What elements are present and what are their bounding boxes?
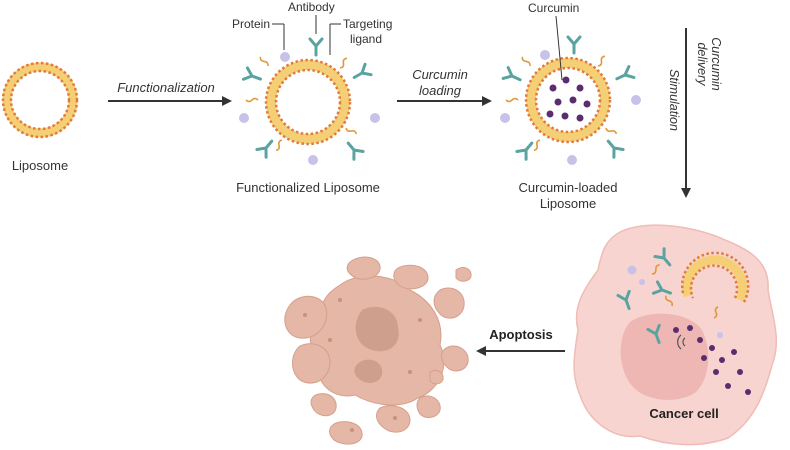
nucleus bbox=[620, 313, 709, 400]
antibody-icon bbox=[241, 66, 265, 87]
curcumin-icon bbox=[687, 325, 693, 331]
debris-fragment bbox=[429, 369, 444, 385]
curcumin-icon bbox=[583, 100, 591, 108]
protein-icon bbox=[631, 95, 641, 105]
antibody-icon bbox=[612, 65, 636, 86]
signal-icon bbox=[677, 334, 686, 350]
curcumin-icon bbox=[745, 389, 751, 395]
curcumin-icon bbox=[725, 383, 731, 389]
cancer-cell-label: Cancer cell bbox=[649, 406, 718, 421]
antibody-icon bbox=[342, 137, 365, 161]
curcumin-loaded-label-1: Curcumin-loaded bbox=[519, 180, 618, 195]
debris-fragment bbox=[455, 267, 472, 282]
ligand-icon bbox=[337, 56, 349, 70]
debris-speck bbox=[418, 318, 422, 322]
curcumin-loading-label-2: loading bbox=[419, 83, 462, 98]
functionalization-label: Functionalization bbox=[117, 80, 215, 95]
debris-speck bbox=[350, 428, 354, 432]
curcumin-icon bbox=[697, 337, 703, 343]
curcumin-icon bbox=[576, 114, 584, 122]
antibody-icon bbox=[602, 135, 625, 159]
curcumin-icon bbox=[576, 84, 584, 92]
protein-icon bbox=[567, 155, 577, 165]
debris-speck bbox=[393, 416, 397, 420]
debris-fragment bbox=[284, 295, 328, 339]
ligand-icon bbox=[595, 54, 607, 68]
antibody-label: Antibody bbox=[288, 0, 335, 14]
ligand-icon bbox=[520, 55, 532, 68]
debris-patch bbox=[354, 359, 383, 383]
debris-fragment bbox=[393, 264, 429, 290]
curcumin-icon bbox=[554, 98, 562, 106]
curcumin-icon bbox=[737, 369, 743, 375]
ligand-icon bbox=[258, 55, 270, 68]
debris-fragment bbox=[346, 256, 381, 280]
protein-icon bbox=[639, 279, 645, 285]
curcumin-icon bbox=[731, 349, 737, 355]
debris-speck bbox=[303, 313, 307, 317]
curcumin-icon bbox=[709, 345, 715, 351]
curcumin-icon bbox=[673, 327, 679, 333]
cancer-cell bbox=[573, 224, 778, 446]
curcumin-icon bbox=[713, 369, 719, 375]
protein-icon bbox=[717, 332, 723, 338]
apoptotic-debris bbox=[284, 256, 472, 445]
liposome-label: Liposome bbox=[12, 158, 68, 173]
protein-icon bbox=[500, 113, 510, 123]
curcumin-icon bbox=[719, 357, 725, 363]
curcumin-callout bbox=[555, 15, 563, 81]
curcumin-label: Curcumin bbox=[528, 1, 579, 15]
ligand-icon bbox=[505, 97, 519, 103]
antibody-icon bbox=[349, 62, 373, 85]
debris-speck bbox=[408, 370, 412, 374]
debris-fragment bbox=[292, 343, 331, 384]
debris-fragment bbox=[416, 395, 441, 418]
antibody-icon bbox=[255, 135, 278, 159]
protein-icon bbox=[370, 113, 380, 123]
curcumin-icon bbox=[549, 84, 557, 92]
curcumin-loaded-liposome bbox=[500, 35, 641, 165]
curcumin-icon bbox=[561, 112, 569, 120]
curcumin-delivery-label-2: delivery bbox=[695, 42, 709, 86]
antibody-icon bbox=[566, 35, 582, 55]
curcumin-icon bbox=[569, 96, 577, 104]
antibody-icon bbox=[501, 66, 525, 87]
curcumin-loaded-label-2: Liposome bbox=[540, 196, 596, 211]
debris-speck bbox=[328, 338, 332, 342]
stimulation-label: Stimulation bbox=[667, 69, 681, 131]
debris-fragment bbox=[329, 421, 363, 445]
protein-icon bbox=[627, 265, 637, 275]
antibody-icon bbox=[515, 137, 538, 161]
debris-speck bbox=[338, 298, 342, 302]
protein-icon bbox=[280, 52, 290, 62]
debris-fragment bbox=[433, 287, 465, 319]
plain-liposome bbox=[1, 61, 79, 139]
ligand-icon bbox=[344, 125, 358, 137]
targeting-label: Targeting bbox=[343, 17, 392, 31]
debris-fragment bbox=[441, 345, 469, 372]
curcumin-delivery-label-1: Curcumin bbox=[709, 37, 723, 91]
protein-icon bbox=[239, 113, 249, 123]
ligand-icon bbox=[273, 138, 285, 152]
protein-icon bbox=[540, 50, 550, 60]
curcumin-icon bbox=[546, 110, 554, 118]
debris-patch bbox=[355, 306, 399, 352]
functionalized-liposome bbox=[239, 37, 380, 165]
protein-label: Protein bbox=[232, 17, 270, 31]
ligand-icon bbox=[531, 138, 543, 152]
debris-fragment bbox=[310, 393, 337, 417]
functionalized-liposome-label: Functionalized Liposome bbox=[236, 180, 380, 195]
antibody-icon bbox=[308, 37, 324, 57]
ligand-icon bbox=[245, 97, 259, 103]
curcumin-icon bbox=[701, 355, 707, 361]
curcumin-icon bbox=[562, 76, 570, 84]
curcumin-loading-label-1: Curcumin bbox=[412, 67, 468, 82]
protein-icon bbox=[308, 155, 318, 165]
ligand-label: ligand bbox=[350, 32, 382, 46]
apoptosis-label: Apoptosis bbox=[489, 327, 553, 342]
ligand-icon bbox=[604, 125, 618, 137]
